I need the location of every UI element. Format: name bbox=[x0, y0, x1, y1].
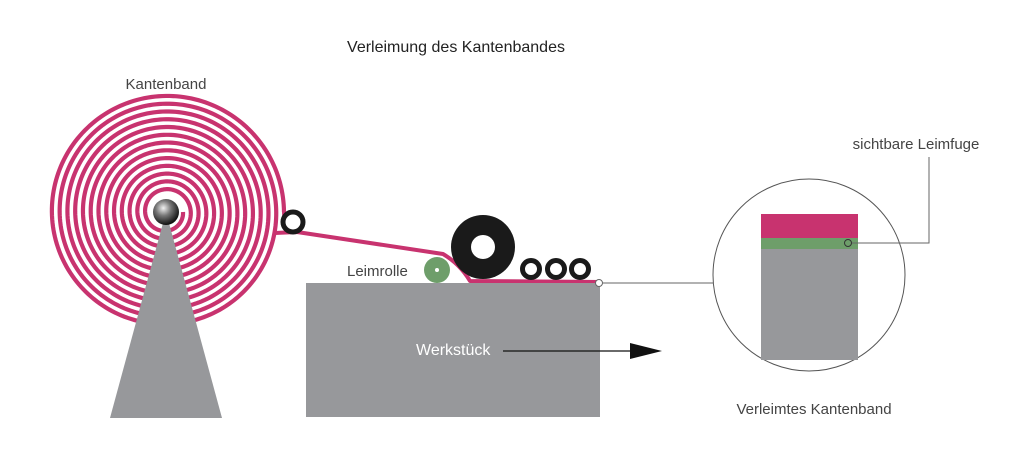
small-roller-3 bbox=[569, 258, 591, 280]
glue-line-leader bbox=[852, 157, 930, 244]
diagram-title: Verleimung des Kantenbandes bbox=[347, 39, 565, 56]
label-werkstueck: Werkstück bbox=[416, 342, 491, 359]
small-roller-2 bbox=[545, 258, 567, 280]
pressure-roller-hub bbox=[471, 235, 495, 259]
coil-hub bbox=[153, 199, 179, 225]
detail-edgeband bbox=[761, 214, 858, 238]
label-verleimt: Verleimtes Kantenband bbox=[736, 401, 891, 418]
coil-stand bbox=[110, 212, 222, 418]
feed-arrow-head bbox=[630, 343, 662, 359]
glue-line-marker bbox=[844, 239, 852, 247]
label-leimfuge: sichtbare Leimfuge bbox=[853, 136, 980, 153]
label-leimrolle: Leimrolle bbox=[347, 263, 408, 280]
label-kantenband: Kantenband bbox=[126, 76, 207, 93]
glue-roller-center bbox=[435, 268, 439, 272]
guide-roller bbox=[280, 209, 306, 235]
detail-glue-line bbox=[761, 238, 858, 249]
small-roller-1 bbox=[520, 258, 542, 280]
workpiece bbox=[306, 283, 600, 417]
detail-workpiece bbox=[761, 249, 858, 360]
edgeband-coil-spiral bbox=[49, 93, 287, 327]
detail-marker bbox=[595, 279, 603, 287]
